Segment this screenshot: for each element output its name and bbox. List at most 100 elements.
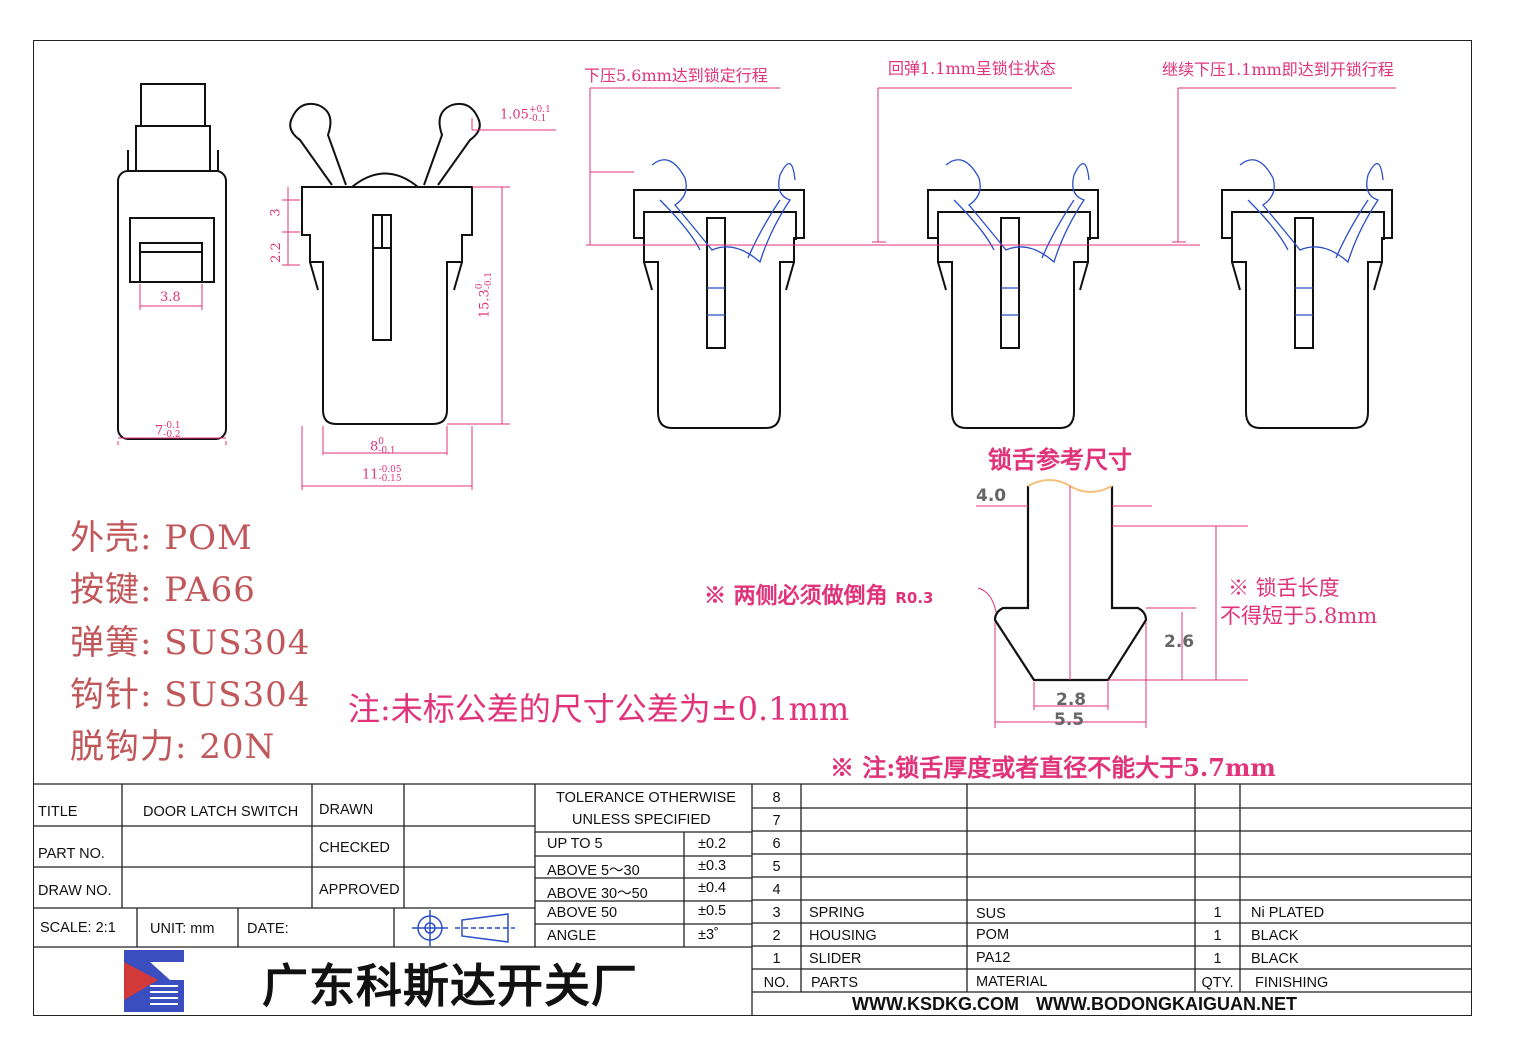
bom-material: POM <box>976 927 1010 943</box>
tolerance-value: ±0.3 <box>698 858 727 874</box>
company-logo <box>122 950 184 1012</box>
title-block-lines <box>33 783 1472 1016</box>
tolerance-value: ±3˚ <box>698 927 719 943</box>
tongue-dim-2-8: 2.8 <box>1056 690 1087 710</box>
bom-row-number: 6 <box>772 836 781 852</box>
bom-row-number: 2 <box>772 928 781 944</box>
bom-row-number: 7 <box>772 813 781 829</box>
step-label-2: 回弹1.1mm呈锁住状态 <box>888 59 1056 78</box>
material-button: 按键: PA66 <box>70 570 256 610</box>
bom-finish: BLACK <box>1251 951 1299 967</box>
tolerance-note: 注:未标公差的尺寸公差为±0.1mm <box>348 690 850 728</box>
dim-15-3-value: 15.3 <box>477 289 493 319</box>
bom-part: SLIDER <box>809 951 862 967</box>
dim-2-2: 2.2 <box>268 242 284 263</box>
dim-3-8: 3.8 <box>160 290 181 305</box>
bom-row-number: 4 <box>772 882 781 898</box>
title-value: DOOR LATCH SWITCH <box>143 804 299 820</box>
tolerance-range: ABOVE 30～50 <box>547 886 648 902</box>
material-spring: 弹簧: SUS304 <box>70 623 311 663</box>
tongue-drawing <box>993 486 1148 682</box>
material-release-force: 脱钩力: 20N <box>70 727 276 767</box>
dim-11-value: 11 <box>362 467 379 483</box>
dim-1-05-value: 1.05 <box>500 107 529 123</box>
chamfer-text: ※ 两侧必须做倒角 <box>704 583 888 609</box>
dim-8: 80-0.1 <box>370 438 396 456</box>
tolerance-range: UP TO 5 <box>547 836 603 852</box>
bom-part: SPRING <box>809 905 865 921</box>
dim-15-3: 15.30-0.1 <box>475 271 495 319</box>
bom-header-no: NO. <box>763 975 790 991</box>
bom-header-qty: QTY. <box>1201 975 1234 991</box>
dim-7-value: 7 <box>155 423 164 439</box>
tolerance-value: ±0.2 <box>698 836 727 852</box>
dim-1-05-tol-up: +0.1 <box>528 105 551 115</box>
tongue-dim-5-5: 5.5 <box>1054 710 1085 730</box>
tongue-length-note-2: 不得短于5.8mm <box>1220 604 1378 628</box>
part-no-label: PART NO. <box>38 846 105 862</box>
dim-7: 7-0.1-0.2 <box>155 422 181 440</box>
unit-label: UNIT: mm <box>150 921 215 937</box>
chamfer-radius: R0.3 <box>895 589 934 607</box>
scale-label: SCALE: 2:1 <box>40 920 116 936</box>
material-hook: 钩针: SUS304 <box>70 675 311 715</box>
dim-3: 3 <box>268 208 284 217</box>
tolerance-header-1: TOLERANCE OTHERWISE <box>556 790 736 806</box>
side-view-dims <box>117 284 227 445</box>
bom-qty: 1 <box>1213 905 1222 921</box>
bom-header-parts: PARTS <box>811 975 859 991</box>
step-label-3: 继续下压1.1mm即达到开锁行程 <box>1162 60 1394 79</box>
approved-label: APPROVED <box>319 882 400 898</box>
tongue-title: 锁舌参考尺寸 <box>988 445 1132 474</box>
dim-7-tol-up: -0.1 <box>163 421 181 431</box>
dim-7-tol-dn: -0.2 <box>163 430 181 440</box>
bom-row-number: 1 <box>772 951 781 967</box>
dim-1-05-tol-dn: -0.1 <box>528 114 547 124</box>
company-name: 广东科斯达开关厂 <box>262 959 638 1013</box>
tongue-length-note-1: ※ 锁舌长度 <box>1228 576 1340 600</box>
projection-symbol <box>412 910 515 946</box>
dim-1-05: 1.05+0.1-0.1 <box>500 106 551 124</box>
dim-8-tol-up: 0 <box>378 437 385 447</box>
front-view <box>289 102 481 425</box>
website-links[interactable]: WWW.KSDKG.COM WWW.BODONGKAIGUAN.NET <box>852 994 1297 1014</box>
state-dims <box>586 87 1396 246</box>
drawn-label: DRAWN <box>319 802 374 818</box>
tongue-dim-2-6: 2.6 <box>1164 632 1195 652</box>
side-view <box>117 83 227 440</box>
dim-11-tol-up: -0.05 <box>378 465 402 475</box>
bom-header-material: MATERIAL <box>976 974 1048 990</box>
bom-header-finishing: FINISHING <box>1255 975 1329 991</box>
tolerance-range: ABOVE 5～30 <box>547 863 640 879</box>
tolerance-header-2: UNLESS SPECIFIED <box>572 812 711 828</box>
bom-row-number: 5 <box>772 859 781 875</box>
draw-no-label: DRAW NO. <box>38 883 112 899</box>
bom-finish: BLACK <box>1251 928 1299 944</box>
chamfer-note: ※ 两侧必须做倒角 R0.3 <box>704 578 933 610</box>
tongue-dims <box>976 486 1248 728</box>
date-label: DATE: <box>247 921 289 937</box>
bom-qty: 1 <box>1213 928 1222 944</box>
material-housing: 外壳: POM <box>70 518 253 558</box>
thickness-note: ※ 注:锁舌厚度或者直径不能大于5.7mm <box>830 753 1276 782</box>
tolerance-range: ANGLE <box>547 928 597 944</box>
state-springs <box>651 159 1384 316</box>
bom-row-number: 3 <box>772 905 781 921</box>
dim-11: 11-0.05-0.15 <box>362 466 402 484</box>
title-label: TITLE <box>38 804 78 820</box>
state-views <box>633 189 1393 429</box>
tolerance-range: ABOVE 50 <box>547 905 618 921</box>
dim-8-value: 8 <box>370 439 379 455</box>
bom-part: HOUSING <box>809 928 877 944</box>
bom-material: PA12 <box>976 950 1011 966</box>
front-view-dims <box>282 118 556 490</box>
bom-finish: Ni PLATED <box>1251 905 1325 921</box>
step-label-1: 下压5.6mm达到锁定行程 <box>584 66 768 85</box>
tolerance-value: ±0.5 <box>698 903 727 919</box>
tongue-dim-4-0: 4.0 <box>976 486 1007 506</box>
dim-8-tol-dn: -0.1 <box>378 446 396 456</box>
dim-11-tol-dn: -0.15 <box>378 474 402 484</box>
tolerance-value: ±0.4 <box>698 880 727 896</box>
dim-15-3-tol-dn: -0.1 <box>484 271 495 290</box>
